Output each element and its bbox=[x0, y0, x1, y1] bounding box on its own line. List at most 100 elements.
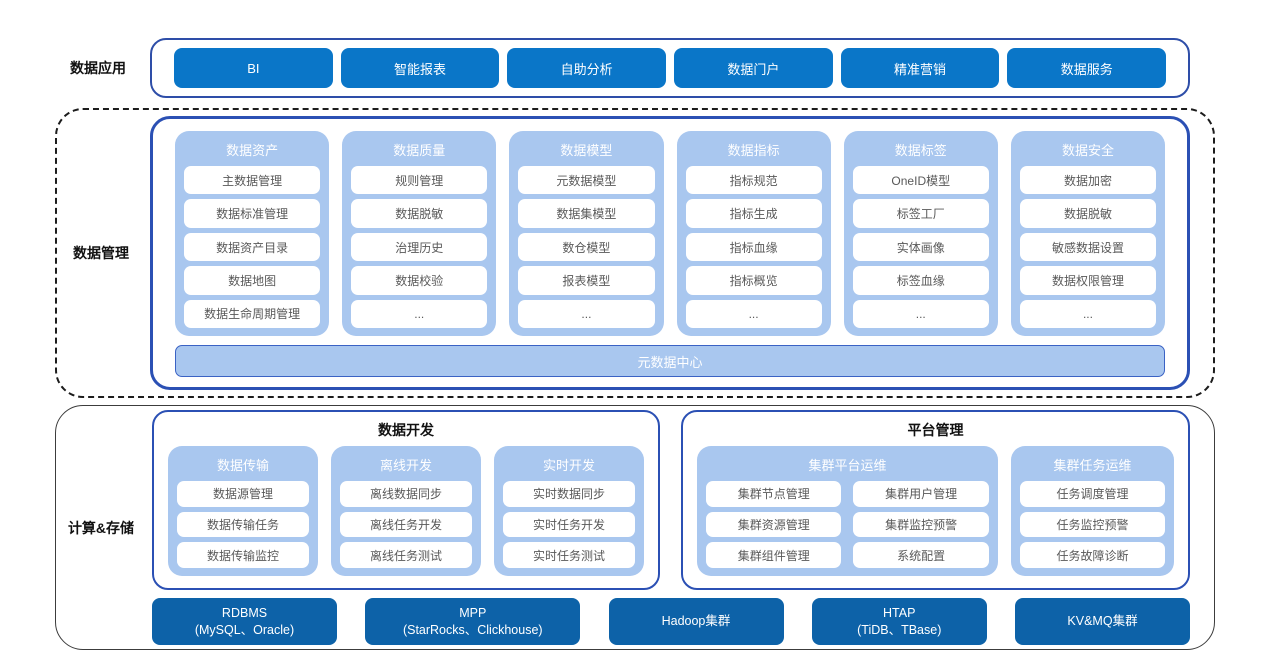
feature-node: OneID模型 bbox=[852, 166, 989, 195]
storage-engine-row: RDBMS (MySQL、Oracle) MPP (StarRocks、Clic… bbox=[152, 598, 1190, 645]
column-data-metric: 数据指标 指标规范 指标生成 指标血缘 指标概览 ... bbox=[676, 131, 831, 336]
column-cluster-task-ops: 集群任务运维 任务调度管理 任务监控预警 任务故障诊断 bbox=[1010, 446, 1174, 576]
feature-node: 集群组件管理 bbox=[706, 542, 842, 568]
feature-node: 标签血缘 bbox=[852, 266, 989, 295]
platform-mgmt-columns: 集群平台运维 集群节点管理 集群用户管理 集群资源管理 集群监控预警 集群组件管… bbox=[697, 446, 1174, 576]
feature-node: 离线任务开发 bbox=[340, 511, 472, 538]
column-title: 数据质量 bbox=[393, 143, 446, 158]
engine-node-rdbms: RDBMS (MySQL、Oracle) bbox=[152, 598, 337, 645]
engine-name: RDBMS bbox=[221, 606, 268, 621]
column-title: 实时开发 bbox=[542, 458, 595, 473]
column-title: 离线开发 bbox=[379, 458, 432, 473]
engine-node-mpp: MPP (StarRocks、Clickhouse) bbox=[365, 598, 581, 645]
engine-node-htap: HTAP (TiDB、TBase) bbox=[811, 598, 987, 645]
feature-node-ellipsis: ... bbox=[1019, 299, 1157, 329]
feature-node: 治理历史 bbox=[351, 232, 488, 262]
app-node-bi: BI bbox=[174, 48, 333, 88]
data-dev-columns: 数据传输 数据源管理 数据传输任务 数据传输监控 离线开发 离线数据同步 离线任… bbox=[168, 446, 644, 576]
engine-detail: (StarRocks、Clickhouse) bbox=[402, 622, 543, 637]
feature-node: 指标生成 bbox=[685, 199, 822, 228]
column-data-model: 数据模型 元数据模型 数据集模型 数仓模型 报表模型 ... bbox=[509, 131, 664, 336]
management-layer-label: 数据管理 bbox=[73, 245, 129, 261]
feature-node: 数据资产目录 bbox=[184, 232, 321, 262]
app-node-self-analysis: 自助分析 bbox=[507, 48, 667, 88]
column-title: 数据安全 bbox=[1061, 143, 1114, 158]
feature-node: 标签工厂 bbox=[852, 199, 989, 228]
engine-name: Hadoop集群 bbox=[661, 614, 731, 629]
feature-node: 系统配置 bbox=[853, 542, 989, 568]
feature-node: 规则管理 bbox=[351, 166, 488, 195]
feature-node: 集群监控预警 bbox=[853, 511, 989, 538]
feature-node: 集群用户管理 bbox=[853, 481, 989, 507]
feature-node: 数据地图 bbox=[184, 266, 321, 295]
feature-node: 数据标准管理 bbox=[184, 199, 321, 228]
feature-node: 数据传输任务 bbox=[177, 511, 309, 538]
column-data-transfer: 数据传输 数据源管理 数据传输任务 数据传输监控 bbox=[168, 446, 318, 576]
feature-node: 数据生命周期管理 bbox=[184, 299, 321, 329]
platform-mgmt-box: 平台管理 集群平台运维 集群节点管理 集群用户管理 集群资源管理 集群监控预警 … bbox=[681, 410, 1190, 590]
app-layer-label: 数据应用 bbox=[70, 60, 126, 76]
column-title: 数据指标 bbox=[727, 143, 780, 158]
feature-node: 实体画像 bbox=[852, 232, 989, 262]
feature-node: 实时数据同步 bbox=[503, 481, 635, 507]
feature-node: 数据传输监控 bbox=[177, 542, 309, 569]
data-dev-box: 数据开发 数据传输 数据源管理 数据传输任务 数据传输监控 离线开发 离线数据同… bbox=[152, 410, 660, 590]
engine-node-kv-mq: KV&MQ集群 bbox=[1015, 598, 1190, 645]
compute-layer-outline bbox=[55, 405, 1215, 650]
feature-node: 数据加密 bbox=[1019, 166, 1157, 195]
feature-node: 元数据模型 bbox=[518, 166, 655, 195]
compute-layer-label: 计算&存储 bbox=[67, 519, 135, 536]
feature-node-ellipsis: ... bbox=[351, 299, 488, 329]
feature-node: 主数据管理 bbox=[184, 166, 321, 195]
feature-node-ellipsis: ... bbox=[685, 299, 822, 329]
feature-node: 报表模型 bbox=[518, 266, 655, 295]
feature-node: 敏感数据设置 bbox=[1019, 232, 1157, 262]
metadata-center-bar: 元数据中心 bbox=[175, 345, 1165, 377]
feature-node-ellipsis: ... bbox=[852, 299, 989, 329]
engine-detail: (TiDB、TBase) bbox=[857, 622, 942, 637]
column-title: 数据标签 bbox=[894, 143, 947, 158]
engine-node-hadoop: Hadoop集群 bbox=[608, 598, 784, 645]
feature-node: 数据脱敏 bbox=[1019, 199, 1157, 228]
feature-node: 数仓模型 bbox=[518, 232, 655, 262]
column-offline-dev: 离线开发 离线数据同步 离线任务开发 离线任务测试 bbox=[331, 446, 481, 576]
platform-mgmt-title: 平台管理 bbox=[907, 422, 964, 438]
cluster-platform-grid: 集群节点管理 集群用户管理 集群资源管理 集群监控预警 集群组件管理 系统配置 bbox=[706, 481, 989, 568]
feature-node: 任务故障诊断 bbox=[1019, 542, 1165, 569]
app-node-precision-marketing: 精准营销 bbox=[840, 48, 1000, 88]
engine-name: MPP bbox=[459, 606, 487, 621]
engine-name: HTAP bbox=[883, 606, 916, 621]
feature-node: 任务监控预警 bbox=[1019, 511, 1165, 538]
column-title: 数据资产 bbox=[226, 143, 279, 158]
feature-node: 实时任务测试 bbox=[503, 542, 635, 569]
column-data-security: 数据安全 数据加密 数据脱敏 敏感数据设置 数据权限管理 ... bbox=[1010, 131, 1166, 336]
column-title: 集群平台运维 bbox=[808, 458, 887, 473]
feature-node: 数据集模型 bbox=[518, 199, 655, 228]
column-data-quality: 数据质量 规则管理 数据脱敏 治理历史 数据校验 ... bbox=[342, 131, 497, 336]
column-data-tag: 数据标签 OneID模型 标签工厂 实体画像 标签血缘 ... bbox=[843, 131, 998, 336]
feature-node: 数据权限管理 bbox=[1019, 266, 1157, 295]
management-layer-dashed-outline bbox=[55, 108, 1215, 398]
feature-node: 指标规范 bbox=[685, 166, 822, 195]
column-title: 数据传输 bbox=[216, 458, 269, 473]
feature-node: 数据脱敏 bbox=[351, 199, 488, 228]
feature-node: 离线任务测试 bbox=[340, 542, 472, 569]
column-title: 集群任务运维 bbox=[1053, 458, 1132, 473]
feature-node: 数据源管理 bbox=[177, 481, 309, 507]
column-data-asset: 数据资产 主数据管理 数据标准管理 数据资产目录 数据地图 数据生命周期管理 bbox=[175, 131, 330, 336]
feature-node: 集群节点管理 bbox=[706, 481, 842, 507]
engine-detail: (MySQL、Oracle) bbox=[194, 622, 295, 637]
feature-node: 数据校验 bbox=[351, 266, 488, 295]
feature-node-ellipsis: ... bbox=[518, 299, 655, 329]
app-node-data-portal: 数据门户 bbox=[674, 48, 833, 88]
management-columns: 数据资产 主数据管理 数据标准管理 数据资产目录 数据地图 数据生命周期管理 数… bbox=[175, 131, 1166, 336]
feature-node: 实时任务开发 bbox=[503, 511, 635, 538]
feature-node: 指标概览 bbox=[685, 266, 822, 295]
feature-node: 任务调度管理 bbox=[1019, 481, 1165, 507]
data-dev-title: 数据开发 bbox=[378, 422, 434, 438]
column-title: 数据模型 bbox=[560, 143, 613, 158]
feature-node: 集群资源管理 bbox=[706, 511, 842, 538]
app-node-smart-report: 智能报表 bbox=[340, 48, 500, 88]
column-realtime-dev: 实时开发 实时数据同步 实时任务开发 实时任务测试 bbox=[494, 446, 644, 576]
